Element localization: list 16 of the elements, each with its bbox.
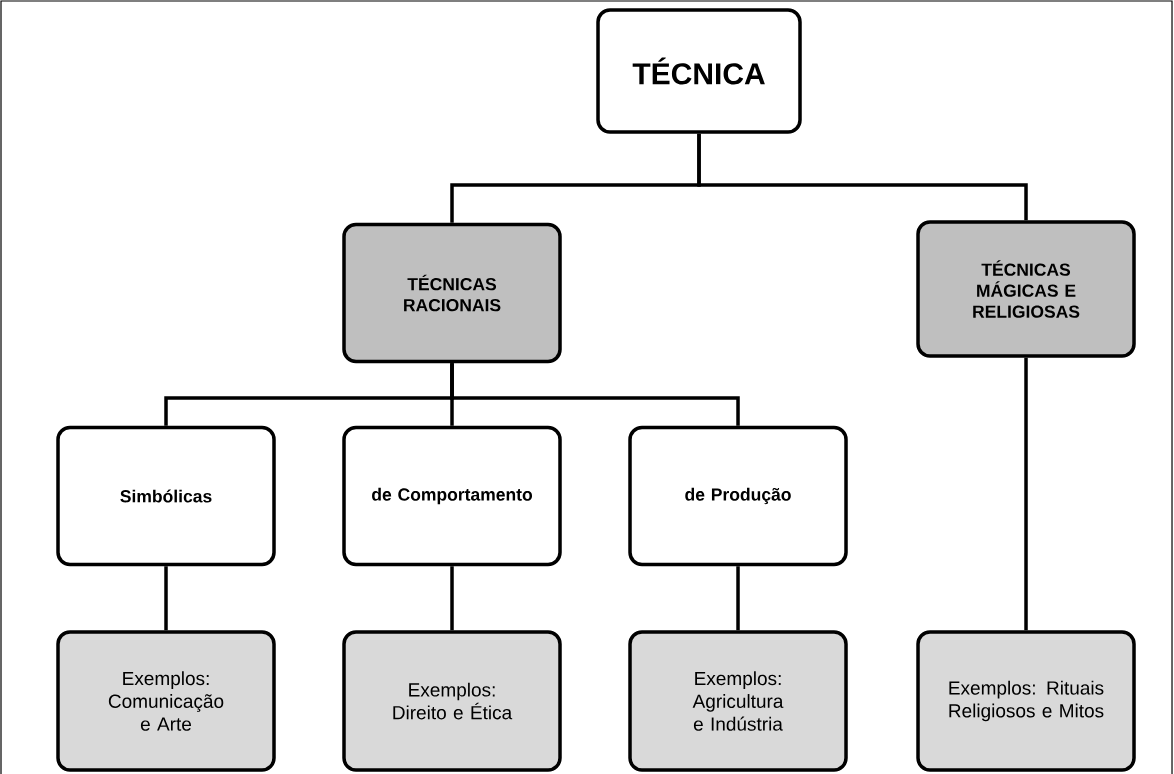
connector-line [450, 363, 740, 426]
subcategory-box: de Comportamento [342, 425, 562, 567]
connector-line [697, 133, 1028, 221]
example-box: Exemplos: Direito e Ética [342, 630, 562, 772]
subcategory-box: Simbólicas [56, 425, 276, 567]
connector-line [164, 566, 168, 631]
connector-line [1024, 357, 1028, 631]
title-box: TÉCNICA [596, 8, 802, 134]
subcategory-box: de Produção [628, 425, 848, 567]
category-box: TÉCNICAS MÁGICAS E RELIGIOSAS [916, 220, 1136, 358]
category-box: TÉCNICAS RACIONAIS [342, 222, 562, 364]
example-box: Exemplos: Agricultura e Indústria [628, 630, 848, 772]
example-box: Exemplos: Rituais Religiosos e Mitos [916, 630, 1136, 772]
connector-line [736, 566, 740, 631]
connector-line [450, 566, 454, 631]
example-box: Exemplos: Comunicação e Arte [56, 630, 276, 772]
